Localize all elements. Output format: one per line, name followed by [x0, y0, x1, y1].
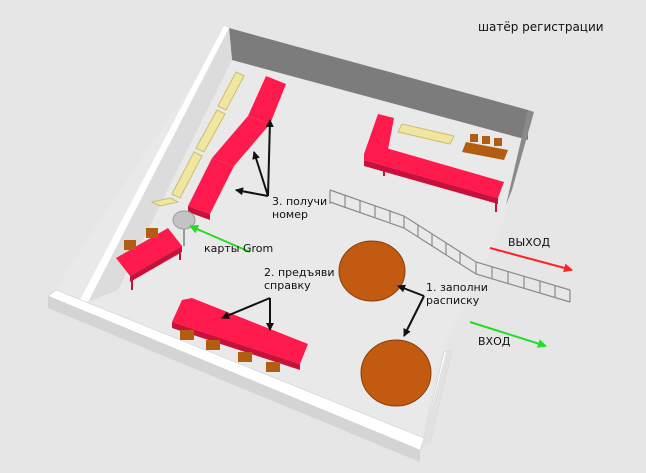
chair: [470, 134, 478, 142]
chair: [146, 228, 158, 238]
arrow-step3: [252, 151, 269, 197]
table-top-long: [364, 148, 504, 198]
chair: [266, 362, 280, 372]
certificate-table: [172, 298, 308, 372]
label-step2-line2: справку: [264, 279, 311, 292]
chair: [494, 138, 502, 146]
cards-table-side: [130, 246, 182, 282]
certificate-table-top: [172, 298, 308, 364]
table-top-side: [364, 160, 498, 204]
small-table: [462, 142, 508, 160]
label-entrance: ВХОД: [478, 335, 511, 348]
cards-table-top: [116, 228, 182, 276]
back-wall-left: [88, 28, 232, 302]
bench: [217, 71, 245, 111]
arrow-step3: [235, 187, 269, 197]
label-cards: карты Grom: [204, 242, 274, 255]
certificate-table-side: [172, 322, 300, 370]
label-step3: 3. получи номер: [272, 195, 327, 221]
bench: [171, 151, 203, 199]
arrow-cards: [189, 225, 251, 253]
cards-table: [116, 228, 182, 290]
label-step3-line1: 3. получи: [272, 195, 328, 208]
chair: [238, 352, 252, 362]
label-exit: ВЫХОД: [508, 236, 551, 249]
benches-left-wall: [150, 71, 245, 207]
registration-post: [172, 210, 196, 246]
chair: [124, 240, 136, 250]
exit-arrow: [489, 247, 573, 273]
label-step1: 1. заполни расписку: [426, 281, 488, 307]
chair: [206, 340, 220, 350]
chair: [482, 136, 490, 144]
tent-walls: [47, 26, 534, 462]
label-step1-line2: расписку: [426, 294, 480, 307]
entrance-arrow: [469, 321, 547, 348]
arrow-step1: [403, 295, 425, 337]
bench: [195, 109, 226, 153]
front-wall-left-shadow: [48, 296, 420, 462]
label-step3-line2: номер: [272, 208, 308, 221]
arrow-step2: [221, 297, 271, 319]
queue-railing: [329, 189, 571, 303]
number-table: [188, 158, 234, 214]
arrow-step3: [265, 119, 274, 197]
number-table: [248, 76, 286, 124]
label-step1-line1: 1. заполни: [426, 281, 488, 294]
label-step2: 2. предъяви справку: [264, 266, 335, 292]
back-wall-right-end: [506, 110, 534, 205]
bench: [150, 197, 180, 207]
bench: [397, 123, 455, 145]
upper-right-table: [364, 114, 508, 212]
diagram-title: шатёр регистрации: [478, 20, 604, 34]
label-step2-line1: 2. предъяви: [264, 266, 335, 279]
back-wall-right: [229, 28, 528, 140]
number-tables: [188, 76, 286, 220]
pointer-arrows: [221, 119, 425, 337]
back-wall-left-edge: [80, 26, 229, 302]
number-table-front: [188, 206, 210, 220]
arrow-step1: [397, 284, 425, 297]
round-table-front: [360, 339, 432, 407]
round-table-back: [338, 240, 406, 302]
front-wall-right-shadow: [420, 350, 452, 450]
chair: [180, 330, 194, 340]
number-table: [212, 116, 270, 166]
